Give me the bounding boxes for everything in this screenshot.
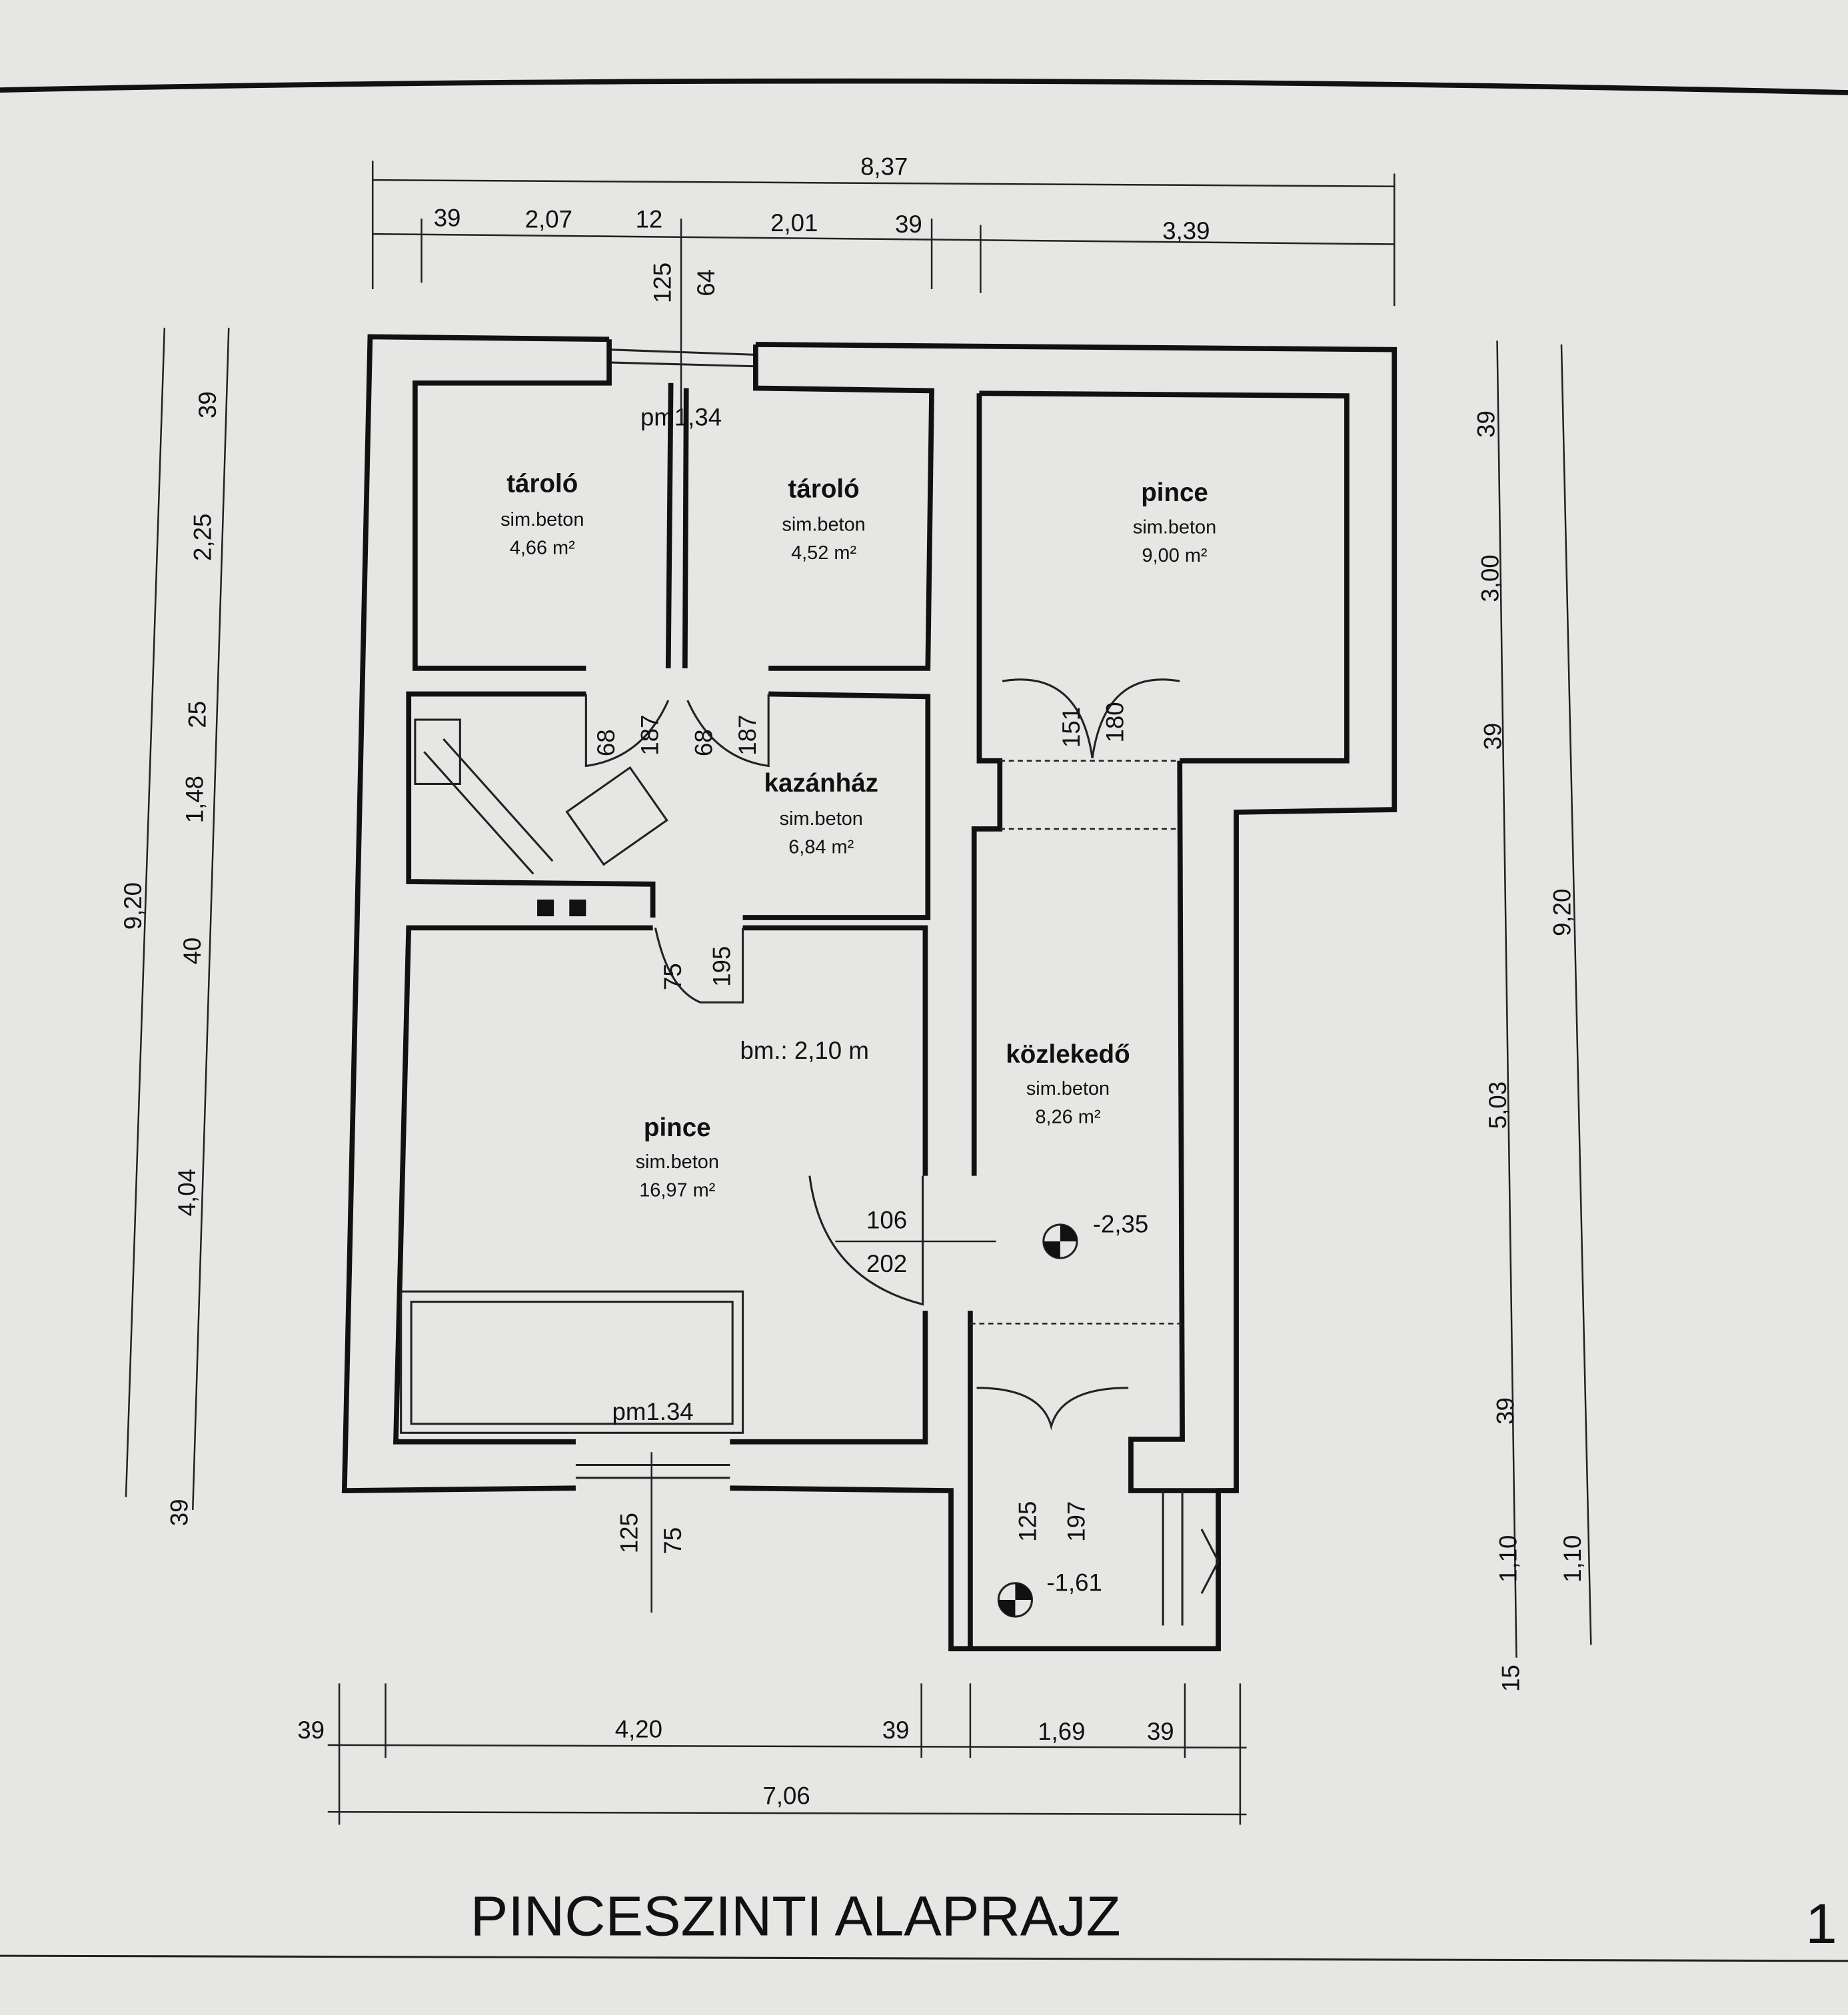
- room-floor: sim.beton: [500, 509, 584, 530]
- room-area: 9,00 m²: [1142, 545, 1208, 566]
- room-area: 8,26 m²: [1035, 1107, 1100, 1128]
- dimension-right: 39 3,00 39 5,03 39 1,10 15 9,20 1,10: [1473, 340, 1592, 1692]
- window-label: pm1.34: [612, 1398, 694, 1425]
- room-name: kazánház: [764, 769, 878, 798]
- door-dim: 68: [690, 729, 717, 756]
- room-name: pince: [644, 1113, 711, 1142]
- dim-label: 1,48: [181, 776, 209, 823]
- room-area: 6,84 m²: [788, 837, 854, 858]
- sheet-number: 1: [1805, 1892, 1837, 1955]
- chimney-icon: [569, 900, 586, 917]
- door-dim: 151: [1058, 707, 1085, 748]
- chimney-icon: [537, 900, 554, 917]
- drawing-title: PINCESZINTI ALAPRAJZ: [470, 1884, 1121, 1947]
- door-dim: 75: [659, 1527, 686, 1555]
- dim-label: 4,04: [173, 1169, 201, 1216]
- inner-walls: [393, 339, 1350, 1649]
- frame-bottom-line: [0, 1954, 1848, 1962]
- door-swings: [584, 678, 1220, 1626]
- dim-label: 1,10: [1494, 1535, 1521, 1583]
- dim-label: 1,69: [1038, 1718, 1085, 1745]
- door-dim: 75: [659, 963, 686, 990]
- dim-label: 1,10: [1559, 1535, 1586, 1583]
- level-marker-icon: [997, 1223, 1078, 1618]
- dim-label: 12: [635, 205, 662, 233]
- room-floor: sim.beton: [1026, 1078, 1110, 1099]
- dim-label: 15: [1497, 1665, 1524, 1692]
- level-label: -1,61: [1046, 1569, 1102, 1596]
- dim-label: 39: [1479, 723, 1506, 750]
- dim-label: 4,20: [615, 1715, 662, 1742]
- ceiling-height: bm.: 2,10 m: [740, 1037, 868, 1064]
- dim-label: 2,01: [770, 209, 818, 237]
- dim-label: 5,03: [1484, 1081, 1511, 1129]
- dim-label: 39: [194, 391, 221, 418]
- dim-label: 9,20: [119, 882, 147, 930]
- room-name: pince: [1141, 478, 1208, 507]
- room-area: 4,66 m²: [510, 537, 575, 558]
- dim-label: 9,20: [1548, 889, 1575, 936]
- door-dim: 202: [866, 1250, 907, 1277]
- dim-label: 39: [1147, 1718, 1174, 1745]
- room-name: tároló: [788, 474, 860, 503]
- dim-label: 3,39: [1162, 217, 1210, 245]
- dim-label: 39: [166, 1499, 193, 1526]
- dim-label: 39: [895, 211, 922, 238]
- dim-label: 2,07: [525, 205, 572, 233]
- door-dim: 125: [649, 263, 676, 303]
- room-name: közlekedő: [1006, 1040, 1130, 1069]
- dim-label: 25: [184, 701, 211, 728]
- room-area: 16,97 m²: [639, 1179, 715, 1201]
- door-dim: 197: [1063, 1501, 1090, 1542]
- dim-label: 39: [882, 1716, 910, 1744]
- room-floor: sim.beton: [782, 514, 865, 536]
- dim-label: 39: [297, 1716, 325, 1744]
- boiler-fixtures: [414, 718, 668, 917]
- room-floor: sim.beton: [1133, 516, 1216, 538]
- dimension-bottom: 39 4,20 39 1,69 39 7,06: [297, 1683, 1247, 1825]
- room-floor: sim.beton: [636, 1151, 719, 1173]
- door-dim: 187: [734, 715, 761, 756]
- dim-label: 8,37: [860, 153, 908, 180]
- door-dim: 68: [592, 729, 620, 756]
- dimension-left: 9,20 39 2,25 25 1,48 40 4,04 39: [119, 327, 230, 1526]
- dim-label: 3,00: [1476, 554, 1503, 602]
- room-area: 4,52 m²: [791, 542, 856, 564]
- dim-label: 2,25: [189, 514, 216, 561]
- door-dim: 125: [1014, 1501, 1041, 1542]
- door-dim: 195: [708, 946, 735, 987]
- door-dim: 180: [1101, 702, 1128, 742]
- door-dim: 187: [636, 715, 663, 756]
- dim-label: 7,06: [763, 1782, 810, 1810]
- level-label: -2,35: [1093, 1210, 1148, 1237]
- dimension-top: 8,37 39 2,07 12 2,01 39 3,39: [371, 153, 1395, 307]
- dim-label: 40: [179, 938, 206, 965]
- room-floor: sim.beton: [780, 808, 863, 830]
- door-dim: 125: [615, 1513, 642, 1553]
- dim-label: 39: [434, 205, 461, 232]
- door-dim: 64: [692, 269, 720, 297]
- room-name: tároló: [506, 470, 578, 498]
- dim-label: 39: [1492, 1397, 1519, 1425]
- door-dim: 106: [866, 1207, 907, 1234]
- outer-walls: [341, 334, 1397, 1652]
- frame-top-line: [0, 78, 1848, 95]
- dim-label: 39: [1473, 410, 1500, 438]
